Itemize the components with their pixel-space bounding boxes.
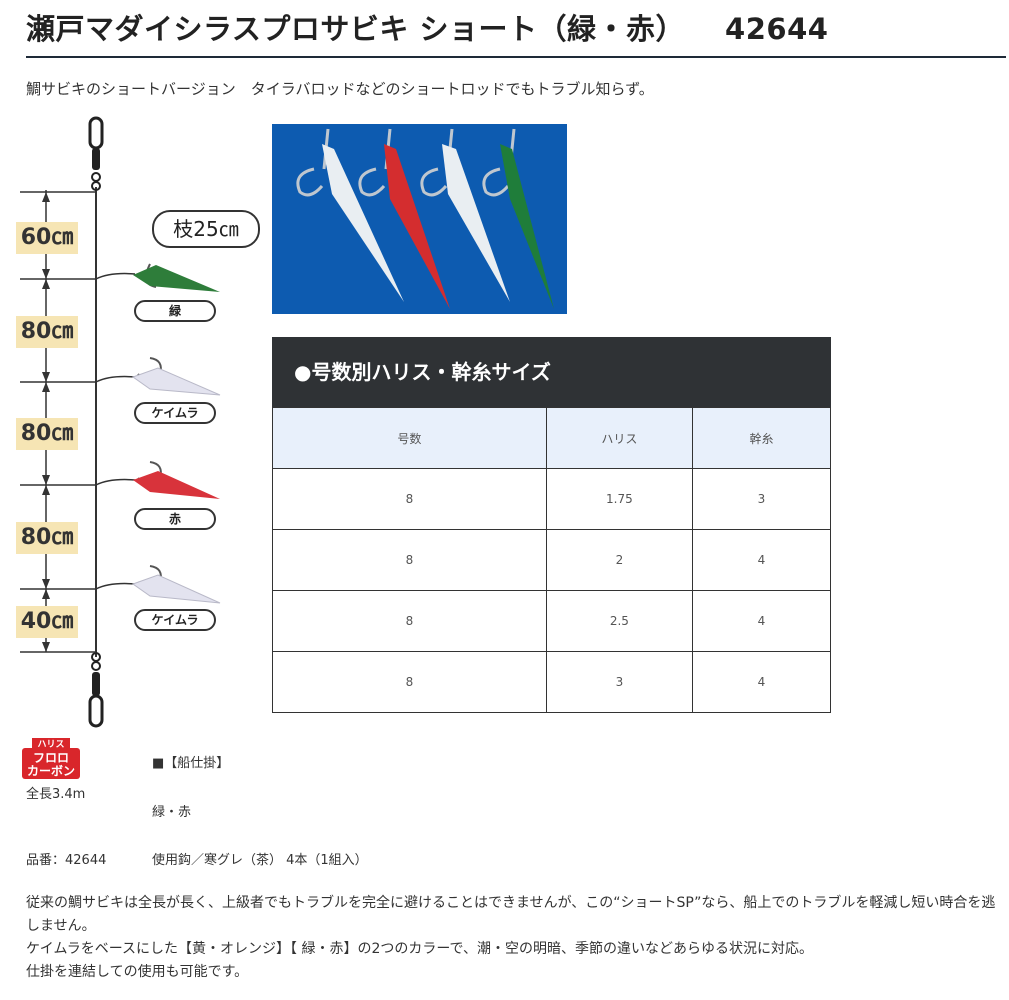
branch-length-bubble: 枝25㎝ (152, 210, 260, 248)
top-snap-icon (88, 116, 104, 191)
table-row: 8 3 4 (272, 651, 832, 713)
svg-text:フロロ: フロロ (33, 751, 69, 765)
branch-1 (95, 263, 220, 292)
svg-text:ハリス: ハリス (37, 739, 64, 749)
table-cell: 8 (272, 529, 547, 591)
table-cell: 3 (691, 468, 832, 530)
segment-length-4: 80㎝ (16, 522, 78, 554)
hook-color-tag: 赤 (134, 508, 216, 530)
table-cell: 8 (272, 651, 547, 713)
product-code: 42644 (725, 12, 829, 46)
table-cell: 8 (272, 468, 547, 530)
table-cell: 4 (691, 651, 832, 713)
table-cell: 4 (691, 529, 832, 591)
hook-color-tag: ケイムラ (134, 609, 216, 631)
svg-text:カーボン: カーボン (27, 763, 75, 778)
product-description: 従来の鯛サビキは全長が長く、上級者でもトラブルを完全に避けることはできませんが、… (26, 892, 1006, 984)
table-header-row: 号数 ハリス 幹糸 (272, 407, 832, 469)
segment-length-2: 80㎝ (16, 316, 78, 348)
table-cell: 8 (272, 590, 547, 652)
title-divider (26, 56, 1006, 58)
table-cell: 3 (545, 651, 693, 713)
description-paragraph: ケイムラをベースにした【黄・オレンジ】【 緑・赤】の2つのカラーで、潮・空の明暗… (26, 941, 813, 957)
table-cell: 1.75 (545, 468, 693, 530)
table-row: 8 1.75 3 (272, 468, 832, 530)
segment-length-1: 60㎝ (16, 222, 78, 254)
table-row: 8 2.5 4 (272, 590, 832, 652)
branch-4 (95, 565, 221, 604)
column-header-size: 号数 (272, 407, 547, 469)
branch-3 (95, 461, 220, 499)
size-table-title: ●号数別ハリス・幹糸サイズ (272, 337, 831, 407)
product-photo-drawing (272, 124, 567, 314)
product-number: 品番：42644 (26, 853, 107, 868)
table-cell: 2.5 (545, 590, 693, 652)
branch-2 (95, 357, 221, 396)
hook-color-tag: 緑 (134, 300, 216, 322)
segment-length-3: 80㎝ (16, 418, 78, 450)
page-title: 瀬戸マダイシラスプロサビキ ショート（緑・赤） 42644 (26, 6, 828, 48)
table-cell: 2 (545, 529, 693, 591)
table-cell: 4 (691, 590, 832, 652)
column-header-mainline: 幹糸 (691, 407, 832, 469)
size-table-grid: 号数 ハリス 幹糸 8 1.75 3 8 2 4 8 2.5 4 8 3 4 (272, 407, 832, 713)
table-row: 8 2 4 (272, 529, 832, 591)
size-table: ●号数別ハリス・幹糸サイズ 号数 ハリス 幹糸 8 1.75 3 8 2 4 8… (272, 337, 832, 713)
product-title: 瀬戸マダイシラスプロサビキ ショート（緑・赤） (26, 12, 686, 46)
fluorocarbon-badge-icon: ハリス フロロ カーボン (22, 738, 80, 780)
segment-length-5: 40㎝ (16, 606, 78, 638)
subtitle: 鯛サビキのショートバージョン タイラバロッドなどのショートロッドでもトラブル知ら… (26, 80, 654, 98)
description-paragraph: 従来の鯛サビキは全長が長く、上級者でもトラブルを完全に避けることはできませんが、… (26, 895, 996, 934)
rig-diagram: 60㎝ 80㎝ 80㎝ 80㎝ 40㎝ 枝25㎝ 緑 ケイムラ 赤 ケイムラ (0, 112, 265, 737)
rig-type-heading: ■【船仕掛】 (152, 756, 230, 771)
hook-info: 使用鈎／寒グレ（茶） 4本（1組入） (152, 853, 368, 868)
total-length: 全長3.4m (26, 787, 86, 802)
description-paragraph: 仕掛を連結しての使用も可能です。 (26, 964, 249, 980)
fluorocarbon-badge-drawing: ハリス フロロ カーボン (22, 738, 80, 779)
product-photo (272, 124, 567, 314)
column-header-harris: ハリス (545, 407, 693, 469)
color-variants: 緑・赤 (152, 805, 192, 820)
hook-color-tag: ケイムラ (134, 402, 216, 424)
bottom-swivel-icon (88, 652, 104, 728)
